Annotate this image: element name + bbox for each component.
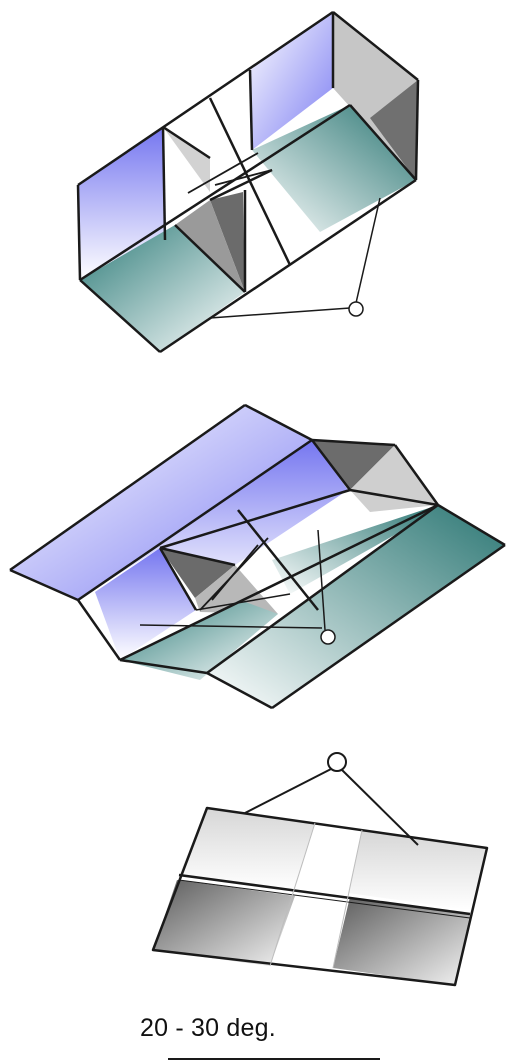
winged-box-kite-perspective	[9, 403, 506, 710]
box-kite-side-view-tilted	[151, 752, 489, 1060]
angle-caption: 20 - 30 deg.	[140, 1014, 276, 1042]
box-kite-perspective	[76, 10, 420, 354]
